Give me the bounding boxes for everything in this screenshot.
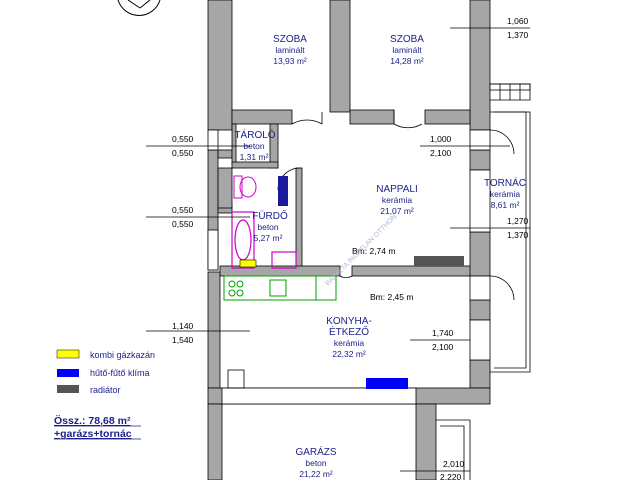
tornac-outline [490,83,531,373]
room-szoba-2: SZOBA laminált 14,28 m² [390,34,424,66]
room-name: SZOBA [390,34,424,45]
svg-text:1,370: 1,370 [507,30,529,40]
total-area: Össz.: 78,68 m² [54,414,131,427]
svg-text:1,370: 1,370 [507,230,529,240]
room-furdo: FÜRDŐ beton 5,27 m² [252,208,288,243]
room-tarolo: TÁROLÓ beton 1,31 m² [234,128,275,162]
legend-label: hűtő-fűtő klíma [90,368,150,378]
room-area: 5,27 m² [254,233,283,243]
legend-swatch-ac [57,369,79,377]
room-name: NAPPALI [376,184,418,195]
gas-boiler [239,259,257,268]
svg-text:1,000: 1,000 [430,134,452,144]
room-area: 14,28 m² [390,56,424,66]
svg-text:1,270: 1,270 [507,216,529,226]
svg-text:2,220: 2,220 [440,472,462,480]
windows [207,129,491,405]
toilet [233,175,257,199]
nappali-height: Bm: 2,74 m [352,246,395,256]
room-area: 8,61 m² [491,200,520,210]
room-area: 22,32 m² [332,349,366,359]
total-extras: +garázs+tornác [54,428,132,440]
room-name: SZOBA [273,34,307,45]
svg-text:2,100: 2,100 [430,148,452,158]
ac-unit-kitchen [366,378,408,389]
dim-right-2: 1,000 2,100 [430,134,452,158]
room-konyha: KONYHA- ÉTKEZŐ kerámia 22,32 m² [326,316,372,359]
room-name-2: ÉTKEZŐ [329,324,369,338]
dim-right-3: 1,270 1,370 [507,216,529,240]
room-material: laminált [392,45,422,55]
legend-label: radiátor [90,385,121,395]
legend: kombi gázkazán hűtő-fűtő klíma radiátor [56,349,155,395]
dim-left-2: 0,550 0,550 [172,205,194,229]
room-name: FÜRDŐ [252,208,288,222]
dim-right-4: 1,740 2,100 [432,328,454,352]
ac-unit-bathroom [278,176,288,206]
room-material: laminált [275,45,305,55]
room-area: 13,93 m² [273,56,307,66]
svg-text:2,010: 2,010 [443,459,465,469]
radiator-nappali [414,256,464,266]
svg-text:2,100: 2,100 [432,342,454,352]
room-name: TORNÁC [484,176,526,189]
room-garazs: GARÁZS beton 21,22 m² [295,445,336,479]
room-szoba-1: SZOBA laminált 13,93 m² [273,34,307,66]
dim-right-1: 1,060 1,370 [507,16,529,40]
svg-text:0,550: 0,550 [172,134,194,144]
room-name: KONYHA- [326,316,372,327]
stairs [436,419,471,480]
room-nappali: NAPPALI kerámia 21,07 m² [376,184,418,216]
konyha-height: Bm: 2,45 m [370,292,413,302]
svg-text:1,540: 1,540 [172,335,194,345]
room-material: beton [257,222,279,232]
compass-icon [117,0,161,16]
room-material: kerámia [490,189,521,199]
svg-text:0,550: 0,550 [172,148,194,158]
room-material: beton [305,458,327,468]
svg-text:1,740: 1,740 [432,328,454,338]
legend-swatch-radiator [57,385,79,393]
kitchen-counter [223,275,337,301]
room-material: kerámia [382,195,413,205]
svg-text:1,060: 1,060 [507,16,529,26]
dimension-lines [146,27,530,472]
dim-right-5: 2,010 2,220 [440,459,465,480]
room-name: GARÁZS [295,445,336,458]
legend-swatch-boiler [56,349,80,359]
room-tornac: TORNÁC kerámia 8,61 m² [484,176,526,210]
room-area: 1,31 m² [240,152,269,162]
room-name: TÁROLÓ [234,128,275,141]
room-material: kerámia [334,338,365,348]
fridge [227,369,245,389]
room-area: 21,07 m² [380,206,414,216]
svg-text:0,550: 0,550 [172,205,194,215]
legend-label: kombi gázkazán [90,350,155,360]
walls [207,0,531,480]
dim-left-3: 1,140 1,540 [172,321,194,345]
dim-left-1: 0,550 0,550 [172,134,194,158]
svg-text:1,140: 1,140 [172,321,194,331]
svg-text:0,550: 0,550 [172,219,194,229]
room-area: 21,22 m² [299,469,333,479]
room-material: beton [243,141,265,151]
